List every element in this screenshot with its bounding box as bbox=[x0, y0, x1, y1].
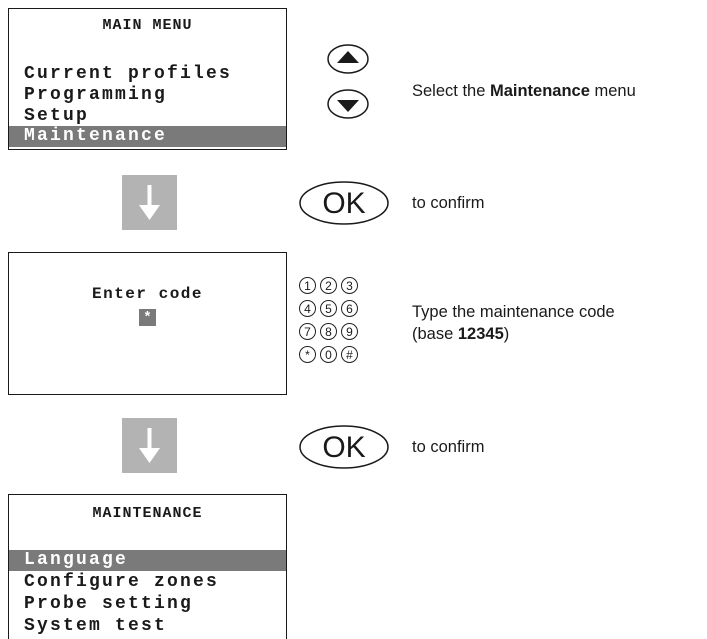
code-cursor: * bbox=[139, 309, 156, 326]
key-3[interactable]: 3 bbox=[341, 277, 358, 294]
step1-text-bold: Maintenance bbox=[489, 82, 590, 100]
key-6[interactable]: 6 bbox=[341, 300, 358, 317]
menu-item-setup[interactable]: Setup bbox=[24, 106, 90, 126]
key-0[interactable]: 0 bbox=[320, 346, 337, 363]
confirm-text-1: to confirm bbox=[412, 194, 485, 212]
keypad: 1 2 3 4 5 6 7 8 9 * 0 # bbox=[299, 277, 373, 377]
key-1[interactable]: 1 bbox=[299, 277, 316, 294]
confirm-text-2: to confirm bbox=[412, 438, 485, 456]
menu-item-language[interactable]: Language bbox=[9, 550, 286, 571]
main-menu-title: MAIN MENU bbox=[102, 17, 193, 34]
step3-code: 12345 bbox=[457, 325, 504, 343]
ok-button-icon[interactable]: OK bbox=[298, 424, 390, 470]
step3-line2-prefix: (base bbox=[412, 325, 458, 343]
key-star[interactable]: * bbox=[299, 346, 316, 363]
menu-item-probe-setting[interactable]: Probe setting bbox=[24, 594, 194, 614]
menu-item-configure-zones[interactable]: Configure zones bbox=[24, 572, 220, 592]
step3-line2-suffix: ) bbox=[503, 325, 510, 343]
key-9[interactable]: 9 bbox=[341, 323, 358, 340]
enter-code-screen: Enter code * bbox=[8, 252, 287, 395]
key-7[interactable]: 7 bbox=[299, 323, 316, 340]
up-arrow-button-icon[interactable] bbox=[326, 43, 370, 75]
key-2[interactable]: 2 bbox=[320, 277, 337, 294]
step1-text-prefix: Select the bbox=[412, 82, 490, 100]
key-hash[interactable]: # bbox=[341, 346, 358, 363]
ok-button-label: OK bbox=[322, 187, 365, 220]
step3-line2: (base 12345) bbox=[412, 323, 615, 345]
menu-item-programming[interactable]: Programming bbox=[24, 85, 168, 105]
ok-button-label: OK bbox=[322, 431, 365, 464]
down-arrow-button-icon[interactable] bbox=[326, 88, 370, 120]
maintenance-menu-screen: MAINTENANCE Language Configure zones Pro… bbox=[8, 494, 287, 639]
menu-item-current-profiles[interactable]: Current profiles bbox=[24, 64, 233, 84]
step1-text-suffix: menu bbox=[589, 82, 636, 100]
main-menu-screen: MAIN MENU Current profiles Programming S… bbox=[8, 8, 287, 150]
step3-line1: Type the maintenance code bbox=[412, 303, 615, 321]
menu-item-system-test[interactable]: System test bbox=[24, 616, 168, 636]
key-4[interactable]: 4 bbox=[299, 300, 316, 317]
down-arrow-step-icon bbox=[122, 175, 177, 230]
down-arrow-step-icon bbox=[122, 418, 177, 473]
step3-instruction: Type the maintenance code (base 12345) bbox=[412, 301, 615, 345]
enter-code-title: Enter code bbox=[91, 285, 203, 303]
key-5[interactable]: 5 bbox=[320, 300, 337, 317]
step1-instruction: Select the Maintenance menu bbox=[412, 80, 636, 102]
ok-button-icon[interactable]: OK bbox=[298, 180, 390, 226]
menu-item-maintenance[interactable]: Maintenance bbox=[9, 126, 286, 147]
maintenance-menu-title: MAINTENANCE bbox=[92, 505, 203, 522]
key-8[interactable]: 8 bbox=[320, 323, 337, 340]
